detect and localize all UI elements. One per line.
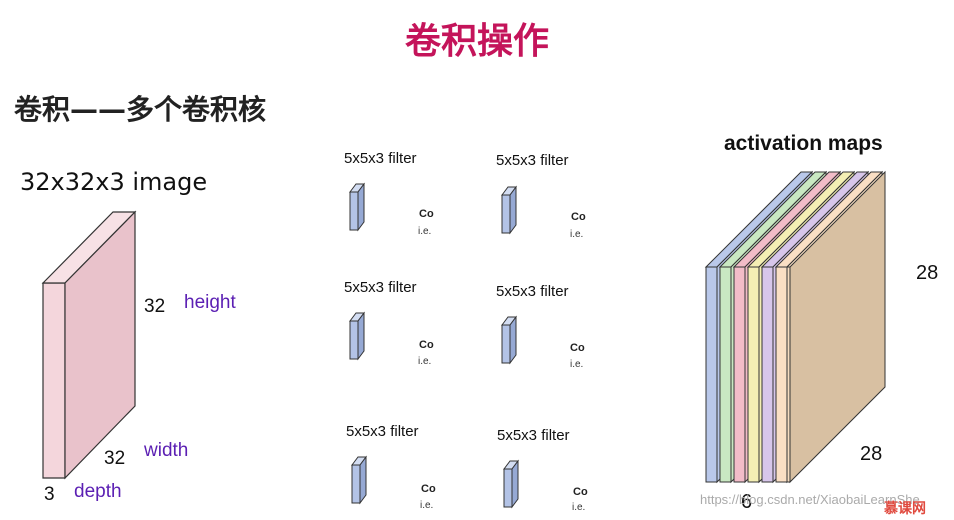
filter-co-text: Co [421,483,436,495]
filter-label: 5x5x3 filter [346,423,419,440]
filter-ie-text: i.e. [420,500,434,511]
activation-map-front [733,266,746,483]
activation-width-value: 28 [860,443,883,465]
watermark-url: https://blog.csdn.net/XiaobaiLearnShe [700,492,920,507]
watermark-logo: 慕课网 [884,501,926,517]
filter-prism-side [509,315,517,365]
filter-co-text: Co [571,211,586,223]
filter-ie-text: i.e. [570,229,584,240]
filter-prism-front [351,464,361,504]
filter-prism-side [509,185,517,235]
filter-prism-side [357,182,365,232]
activation-height-value: 28 [916,262,939,284]
slide-subtitle: 卷积——多个卷积核 [14,93,267,126]
filter-label: 5x5x3 filter [496,283,569,300]
filter-ie-text: i.e. [418,356,432,367]
activation-map-edge [786,266,791,483]
filter-ie-text: i.e. [570,359,584,370]
activation-map-front [747,266,760,483]
filter-co-text: Co [570,342,585,354]
filter-co-text: Co [573,486,588,498]
filter-prism-front [501,324,511,364]
activation-depth-value: 6 [741,491,753,513]
filter-prism-side [357,311,365,361]
filter-prism-front [503,468,513,508]
filter-prism-front [349,191,359,231]
filter-prism-side [359,455,367,505]
filter-label: 5x5x3 filter [344,279,417,296]
filters-group [349,182,519,509]
filter-prism-front [349,320,359,360]
activation-maps-title: activation maps [724,132,883,155]
activation-map-front [719,266,732,483]
image-width-value: 32 [104,448,126,469]
image-width-label: width [144,440,189,461]
image-height-label: height [184,292,236,313]
filter-co-text: Co [419,339,434,351]
input-image-cube [41,210,137,480]
image-depth-value: 3 [44,484,55,505]
filter-ie-text: i.e. [418,226,432,237]
activation-map-front [761,266,774,483]
filter-co-text: Co [419,208,434,220]
image-height-value: 32 [144,296,166,317]
activation-map-front [775,266,788,483]
filter-label: 5x5x3 filter [496,152,569,169]
activation-map-front [705,266,718,483]
image-title: 32x32x3 image [20,168,208,196]
filter-label: 5x5x3 filter [344,150,417,167]
filter-ie-text: i.e. [572,502,586,513]
activation-maps-stack [704,170,886,484]
slide-title: 卷积操作 [404,21,549,62]
image-depth-label: depth [74,481,122,502]
filter-prism-front [501,194,511,234]
filter-prism-side [511,459,519,509]
filter-label: 5x5x3 filter [497,427,570,444]
